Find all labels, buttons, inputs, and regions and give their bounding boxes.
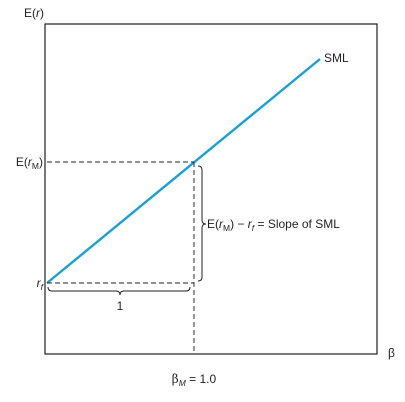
risk-free-label: rf <box>37 276 45 292</box>
slope-annotation: E(rM) − rf = Slope of SML <box>207 217 340 233</box>
y-axis-label: E(r) <box>24 6 44 20</box>
sml-label: SML <box>324 51 349 65</box>
run-label: 1 <box>117 299 124 313</box>
rise-brace <box>197 165 207 282</box>
market-return-label: E(rM) <box>16 155 43 171</box>
sml-line <box>46 58 321 284</box>
x-axis-label: β <box>388 346 395 360</box>
market-beta-label: βM = 1.0 <box>172 372 217 388</box>
run-brace <box>47 286 191 296</box>
plot-frame <box>44 23 378 355</box>
